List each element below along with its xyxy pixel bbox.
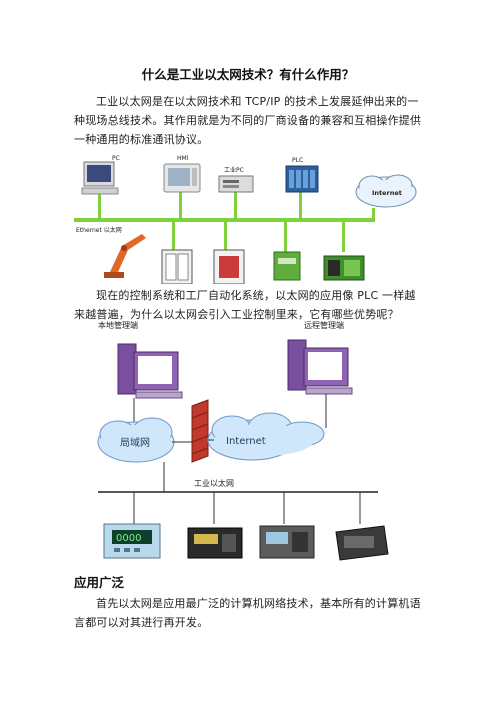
second-paragraph: 现在的控制系统和工厂自动化系统，以太网的应用像 PLC 一样越来越普遍，为什么以… bbox=[74, 289, 416, 321]
internet-cloud-icon bbox=[207, 412, 325, 461]
drive-cabinet-icon bbox=[213, 249, 245, 284]
lan-label: 局域网 bbox=[120, 436, 150, 449]
motor-drive-icon bbox=[323, 255, 365, 281]
internet-cloud-icon bbox=[355, 174, 417, 208]
hmi-label: HMI bbox=[177, 155, 189, 162]
panel-controller-icon bbox=[259, 525, 315, 559]
plc-label: PLC bbox=[292, 157, 303, 164]
local-computer-icon bbox=[117, 343, 183, 399]
section-heading: 应用广泛 bbox=[74, 575, 125, 590]
digital-display-controller-icon: 0000 bbox=[103, 523, 161, 559]
third-paragraph: 首先以太网是应用最广泛的计算机网络技术，基本所有的计算机语言都可以对其进行再开发… bbox=[74, 597, 421, 629]
io-module-icon bbox=[273, 251, 301, 281]
ethernet-network-figure: PC HMI 工业PC PLC Internet Ethernet 以太网 bbox=[74, 152, 428, 284]
article-title: 什么是工业以太网技术？有什么作用？ bbox=[141, 67, 355, 82]
industrial-pc-icon bbox=[218, 175, 254, 193]
remote-management-label: 远程管理端 bbox=[304, 320, 344, 330]
control-cabinet-icon bbox=[161, 249, 193, 284]
internet-label: Internet bbox=[372, 189, 402, 197]
ipc-label: 工业PC bbox=[224, 166, 244, 174]
plc-module-icon bbox=[335, 525, 389, 561]
lan-cloud-icon bbox=[97, 417, 175, 463]
local-management-label: 本地管理端 bbox=[98, 320, 138, 330]
hmi-icon bbox=[163, 163, 201, 193]
remote-computer-icon bbox=[287, 339, 353, 395]
ethernet-label: Ethernet 以太网 bbox=[76, 226, 122, 234]
internet-label: Internet bbox=[226, 436, 266, 447]
meter-device-icon bbox=[187, 527, 243, 559]
firewall-icon bbox=[191, 399, 209, 463]
management-network-figure: 本地管理端 远程管理端 局域网 Internet bbox=[97, 320, 389, 561]
pc-icon bbox=[81, 161, 119, 195]
robot-arm-icon bbox=[104, 234, 146, 278]
ethernet-bus bbox=[74, 218, 374, 222]
plc-icon bbox=[285, 165, 319, 193]
display-readout: 0000 bbox=[116, 533, 141, 544]
pc-label: PC bbox=[112, 155, 120, 162]
industrial-ethernet-label: 工业以太网 bbox=[194, 478, 234, 488]
intro-paragraph: 工业以太网是在以太网技术和 TCP/IP 的技术上发展延伸出来的一种现场总线技术… bbox=[74, 95, 422, 146]
